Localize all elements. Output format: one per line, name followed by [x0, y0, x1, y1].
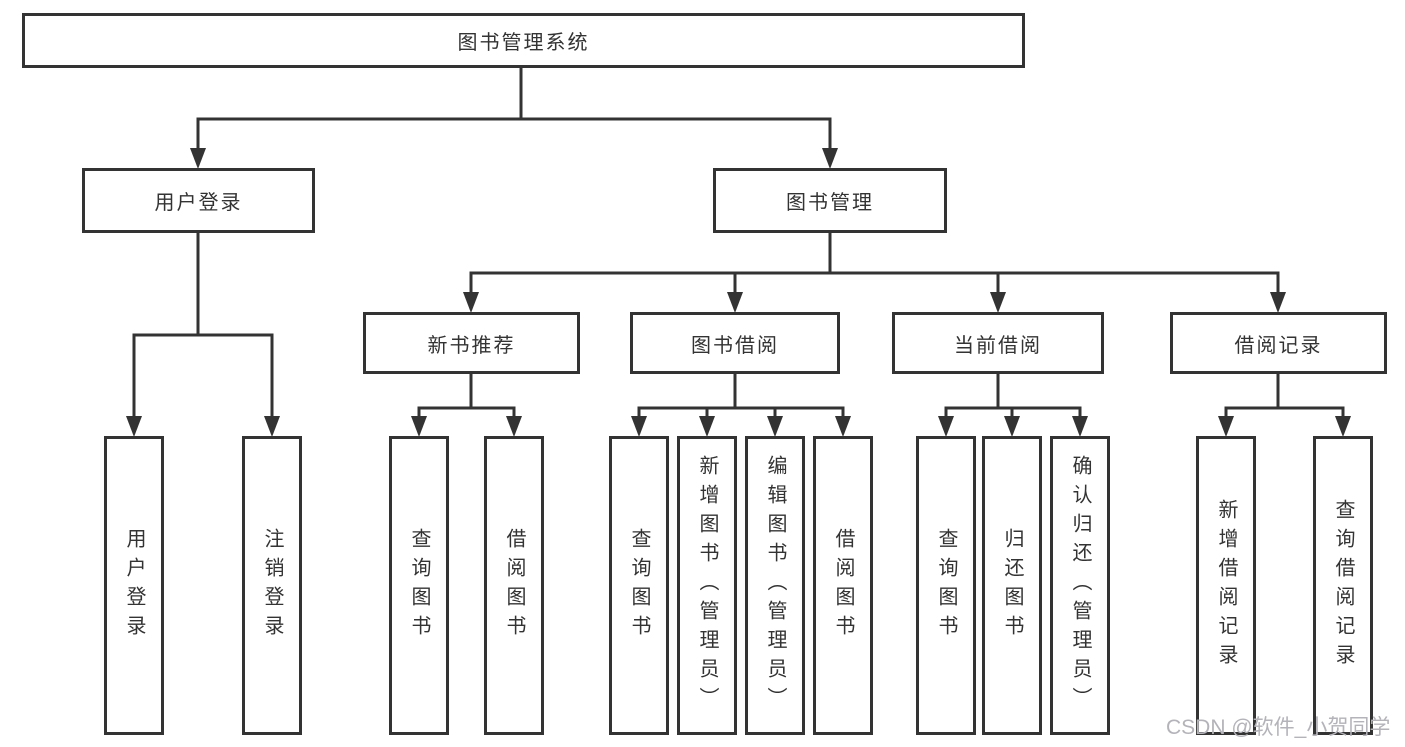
leaf-query-books-current: 查询图书: [916, 436, 976, 735]
connector-book-borrow-children: [631, 372, 851, 437]
node-current-borrow: 当前借阅: [892, 312, 1104, 374]
leaf-query-books-borrow: 查询图书: [609, 436, 669, 735]
csdn-watermark: CSDN @软件_小贺同学: [1166, 716, 1391, 739]
node-user-login: 用户登录: [82, 168, 315, 233]
connector-new-book-children: [411, 372, 522, 437]
connector-borrow-records-children: [1218, 372, 1351, 437]
leaf-return-books: 归还图书: [982, 436, 1042, 735]
node-root: 图书管理系统: [22, 13, 1025, 68]
node-borrow-records: 借阅记录: [1170, 312, 1387, 374]
connector-book-mgmt-children: [463, 231, 1286, 313]
leaf-user-login: 用户登录: [104, 436, 164, 735]
connector-root-to-level2: [190, 64, 838, 169]
leaf-edit-book-admin: 编辑图书（管理员）: [745, 436, 805, 735]
leaf-query-borrow-record: 查询借阅记录: [1313, 436, 1373, 735]
connector-user-login-children: [126, 231, 280, 437]
leaf-add-borrow-record: 新增借阅记录: [1196, 436, 1256, 735]
connector-current-borrow-children: [938, 372, 1088, 437]
leaf-borrow-books: 借阅图书: [813, 436, 873, 735]
node-book-management: 图书管理: [713, 168, 947, 233]
leaf-borrow-books-recommend: 借阅图书: [484, 436, 544, 735]
leaf-logout: 注销登录: [242, 436, 302, 735]
leaf-add-book-admin: 新增图书（管理员）: [677, 436, 737, 735]
node-book-borrow: 图书借阅: [630, 312, 840, 374]
leaf-query-books-recommend: 查询图书: [389, 436, 449, 735]
node-new-book-recommend: 新书推荐: [363, 312, 580, 374]
leaf-confirm-return-admin: 确认归还（管理员）: [1050, 436, 1110, 735]
